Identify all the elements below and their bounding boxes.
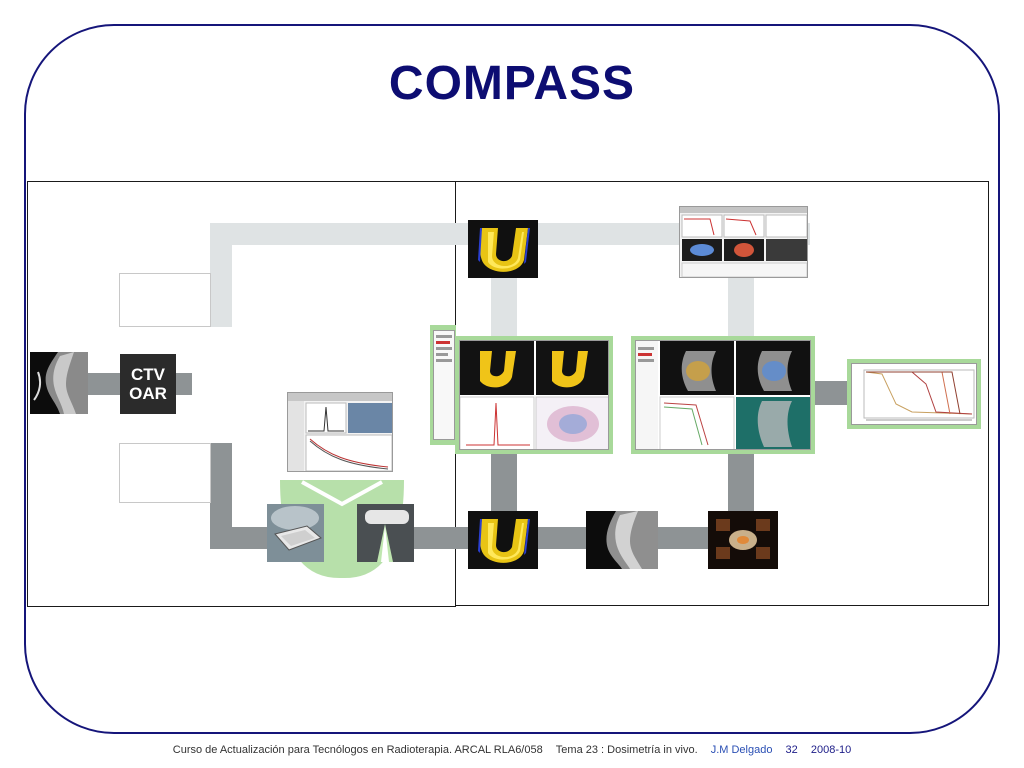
- 3d-dose-thumbnail: [708, 511, 778, 569]
- software-screenshot-dvh: [679, 206, 808, 278]
- ctv-oar-box: CTV OAR: [120, 354, 176, 414]
- flow-bar-bottom-vertical: [210, 443, 232, 549]
- footer-author: J.M Delgado: [710, 744, 773, 756]
- ct-head-image: [30, 352, 88, 414]
- slide-frame: [24, 24, 1000, 734]
- dose-map-bottom: [468, 511, 538, 569]
- linac-beam-thumbnail: [357, 504, 414, 562]
- flow-bar-to-dvh: [813, 381, 853, 405]
- ctv-label: CTV: [131, 365, 165, 384]
- slide-title: COMPASS: [388, 57, 636, 110]
- input-box-bottom: [119, 443, 211, 503]
- detector-device-thumbnail: [267, 504, 324, 562]
- dose-map-top: [468, 220, 538, 278]
- software-screenshot-analysis: [287, 392, 393, 472]
- ct-sagittal-thumbnail: [586, 511, 658, 569]
- oar-label: OAR: [129, 384, 167, 403]
- software-screenshot-dose-compare: [459, 340, 609, 450]
- ct-scan-thumbnail: [30, 352, 88, 414]
- footer-page-number: 32: [785, 744, 798, 756]
- flow-bar-top-vertical: [210, 223, 232, 327]
- input-box-top: [119, 273, 211, 327]
- slide-footer: Curso de Actualización para Tecnólogos e…: [0, 744, 1024, 756]
- footer-course: Curso de Actualización para Tecnólogos e…: [172, 744, 543, 756]
- dvh-chart-thumbnail: [851, 363, 977, 425]
- software-sidebar-snippet: [433, 330, 455, 440]
- software-screenshot-ct-overlay: [635, 340, 811, 450]
- footer-date: 2008-10: [810, 744, 852, 756]
- footer-topic: Tema 23 : Dosimetría in vivo.: [555, 744, 698, 756]
